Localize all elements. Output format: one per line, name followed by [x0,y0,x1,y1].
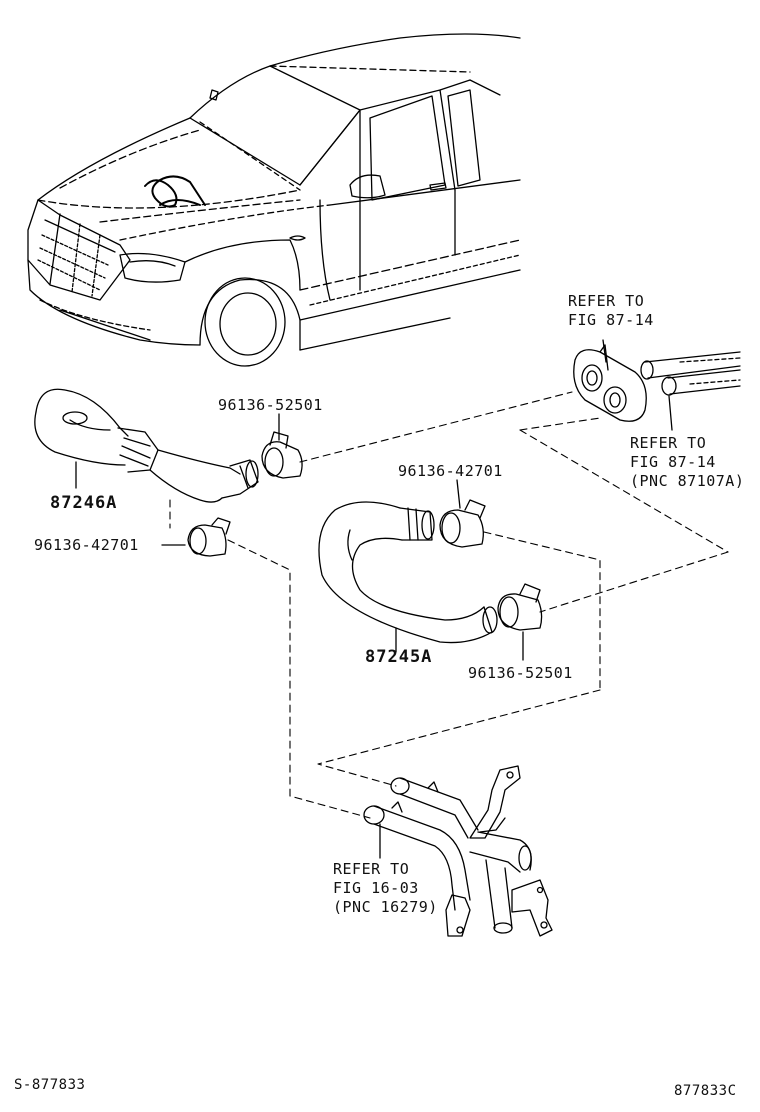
clamp-lower [497,583,543,631]
refer-water-pipe-line1: REFER TO [333,860,410,878]
heater-pipes-part [640,351,741,396]
car-illustration [27,33,521,367]
refer-pipes-line2: FIG 87-14 [630,453,716,471]
refer-water-pipe-line2: FIG 16-03 [333,879,419,897]
leader-pipes [668,395,673,431]
refer-pipes-label: REFER TO FIG 87-14 (PNC 87107A) [630,434,744,491]
footer-right-code: 877833C [674,1083,737,1099]
part-number-hose-right: 87245A [365,647,433,667]
refer-pipes-line1: REFER TO [630,434,707,452]
clamp-left [187,517,231,557]
refer-grommet-line1: REFER TO [568,292,645,310]
refer-pipes-line3: (PNC 87107A) [630,472,745,490]
leader-grommet [602,339,607,363]
water-pipe-part [363,765,553,937]
part-number-clamp-upper: 96136-52501 [218,396,323,414]
connection-lines [169,391,729,819]
leader-clamp-mid [456,479,461,509]
refer-grommet-line2: FIG 87-14 [568,311,654,329]
grommet-part [573,344,647,422]
refer-water-pipe-line3: (PNC 16279) [333,898,438,916]
hose-87246a [34,388,259,503]
part-number-clamp-lower: 96136-52501 [468,664,573,682]
part-number-hose-left: 87246A [50,493,118,513]
footer-left-code: S-877833 [14,1077,86,1093]
refer-grommet-label: REFER TO FIG 87-14 [568,292,654,330]
hose-87245a [318,501,498,644]
refer-water-pipe-label: REFER TO FIG 16-03 (PNC 16279) [333,860,438,917]
clamp-mid [439,499,486,548]
part-number-clamp-left: 96136-42701 [34,536,139,554]
clamp-upper [261,431,303,479]
part-number-clamp-mid: 96136-42701 [398,462,503,480]
